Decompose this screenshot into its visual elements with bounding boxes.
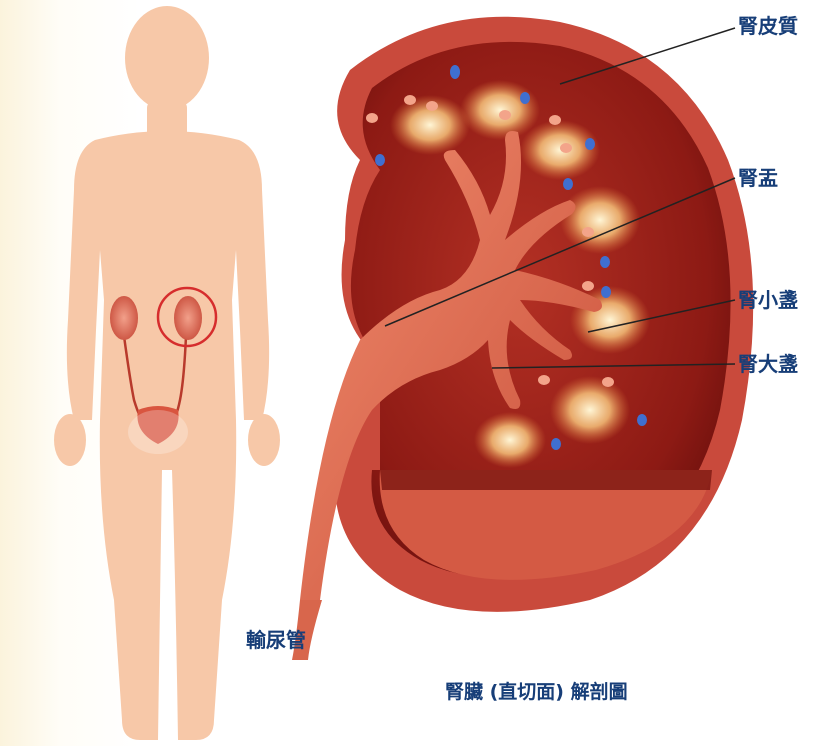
kidney-cross-section <box>292 17 753 660</box>
label-major-calyx: 腎大盞 <box>738 352 798 376</box>
label-minor-calyx: 腎小盞 <box>738 288 798 312</box>
label-renal-pelvis: 腎盂 <box>738 166 778 190</box>
label-ureter: 輸尿管 <box>246 628 306 652</box>
diagram-caption: 腎臟 (直切面) 解剖圖 <box>445 680 628 704</box>
label-renal-cortex: 腎皮質 <box>738 14 798 38</box>
left-kidney-small <box>110 296 138 340</box>
right-kidney-small <box>174 296 202 340</box>
